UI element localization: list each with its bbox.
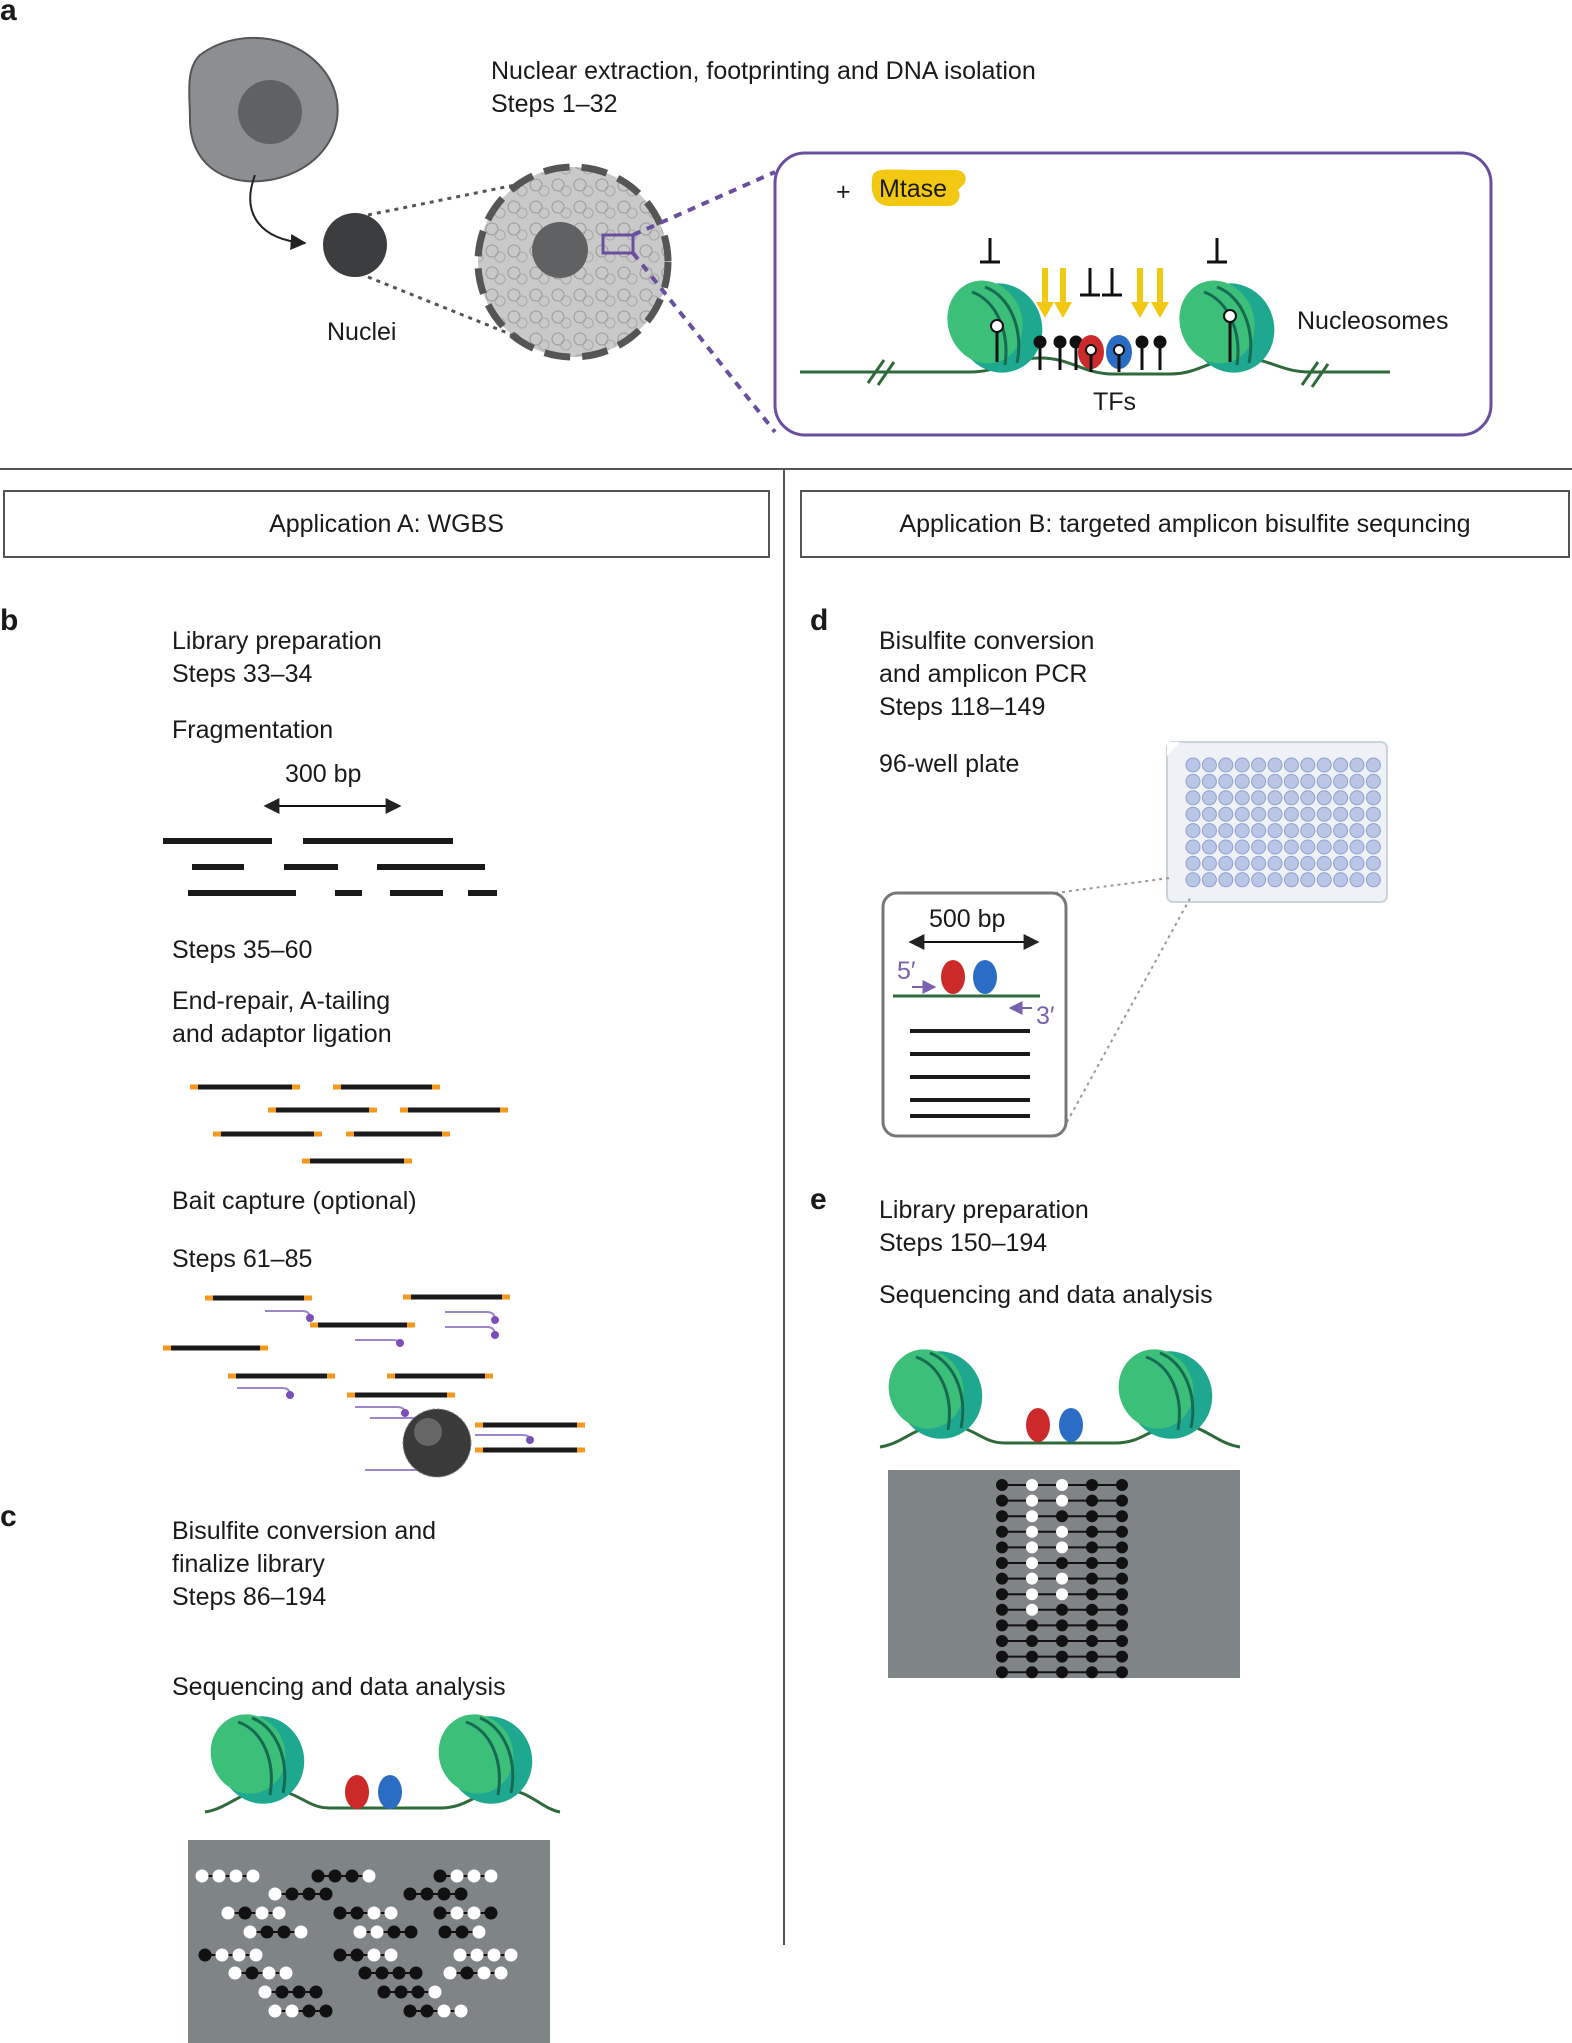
amplicon-nucleosome-schematic <box>879 1349 1241 1449</box>
cell-to-nuclei-arrow <box>249 174 307 250</box>
adaptor-ligated-fragments <box>190 1084 508 1164</box>
lib-prep-steps: Steps 33–34 <box>172 660 313 688</box>
wgbs-nucleosome-schematic <box>204 1714 561 1814</box>
dna-fragments <box>163 838 497 896</box>
nucleus-small <box>323 213 387 277</box>
end-repair-label: End-repair, A-tailing <box>172 987 391 1015</box>
mtase-label: Mtase <box>879 175 948 203</box>
extraction-steps: Steps 1–32 <box>491 90 618 118</box>
bis-conv-label-1: Bisulfite conversion <box>879 627 1095 655</box>
application-b-box: Application B: targeted amplicon bisulfi… <box>800 490 1570 558</box>
nucleosome-right <box>1179 280 1275 373</box>
bp300-label: 300 bp <box>285 760 362 788</box>
application-b-title: Application B: targeted amplicon bisulfi… <box>899 509 1471 538</box>
mtase-arrows <box>1036 268 1169 318</box>
steps35-label: Steps 35–60 <box>172 936 313 964</box>
five-prime-label: 5′ <box>897 957 916 985</box>
bait-capture-fragments <box>163 1294 585 1471</box>
nucleosome-left <box>947 280 1043 373</box>
amplicon-methylation-reads <box>996 1479 1128 1679</box>
seq-label-a: Sequencing and data analysis <box>172 1673 506 1701</box>
cell-illustration <box>188 36 339 183</box>
bp500-label: 500 bp <box>929 905 1006 933</box>
tfs-label: TFs <box>1093 388 1137 416</box>
steps118-label: Steps 118–149 <box>879 693 1046 721</box>
panel-label-c: c <box>0 1500 17 1533</box>
extraction-label: Nuclear extraction, footprinting and DNA… <box>491 57 1036 85</box>
adaptor-label: and adaptor ligation <box>172 1020 392 1048</box>
seq-label-b: Sequencing and data analysis <box>879 1281 1213 1309</box>
steps86-label: Steps 86–194 <box>172 1583 327 1611</box>
panel-label-b: b <box>0 604 19 637</box>
steps61-label: Steps 61–85 <box>172 1245 313 1273</box>
panel-label-d: d <box>810 604 829 637</box>
lib-prep-b-label: Library preparation <box>879 1196 1089 1224</box>
bisulfite-label-2: finalize library <box>172 1550 325 1578</box>
mtase-plus: + <box>836 178 851 206</box>
panel-label-e: e <box>810 1183 827 1216</box>
nuclei-label: Nuclei <box>327 318 397 346</box>
mtase-badge <box>871 169 966 206</box>
bait-label: Bait capture (optional) <box>172 1187 417 1215</box>
fragmentation-label: Fragmentation <box>172 716 334 744</box>
wgbs-methylation-reads <box>195 1869 518 2018</box>
footprint-zoom-box <box>773 151 1493 437</box>
application-a-title: Application A: WGBS <box>269 509 504 538</box>
three-prime-label: 3′ <box>1036 1002 1055 1030</box>
tf-blue <box>1106 335 1132 372</box>
nucleus-zoom <box>474 163 672 361</box>
capture-bead <box>402 1408 472 1478</box>
steps150-label: Steps 150–194 <box>879 1229 1048 1257</box>
tf-red <box>1078 335 1104 372</box>
application-a-box: Application A: WGBS <box>3 490 770 558</box>
panel-label-a: a <box>0 0 17 27</box>
bisulfite-label-1: Bisulfite conversion and <box>172 1517 437 1545</box>
nucleosomes-label: Nucleosomes <box>1297 307 1449 335</box>
bis-conv-label-2: and amplicon PCR <box>879 660 1088 688</box>
plate-label: 96-well plate <box>879 750 1020 778</box>
amplicon-reads <box>910 1029 1030 1118</box>
lib-prep-label: Library preparation <box>172 627 382 655</box>
methylation-blockers <box>980 238 1227 297</box>
96-well-plate <box>1166 741 1388 903</box>
